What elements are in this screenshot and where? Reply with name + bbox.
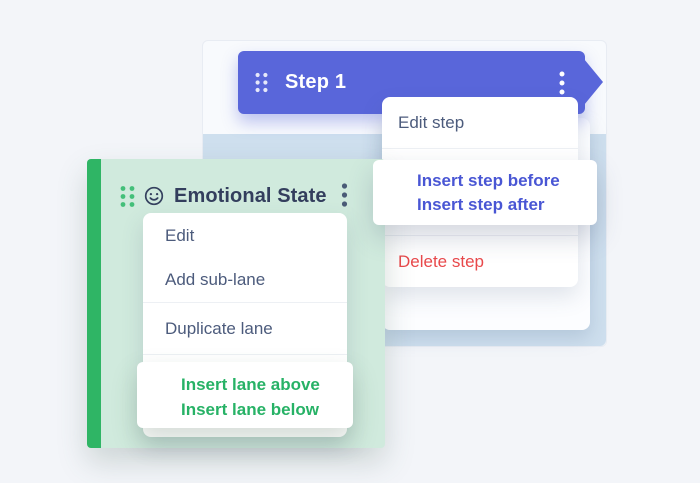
menu-divider (143, 354, 347, 355)
lane-accent-bar (87, 159, 101, 448)
menu-item-edit-lane[interactable]: Edit (165, 225, 195, 245)
menu-divider (382, 235, 578, 236)
menu-item-duplicate-lane[interactable]: Duplicate lane (165, 318, 273, 338)
lane-title: Emotional State (174, 184, 327, 207)
lane-header[interactable]: Emotional State (120, 181, 355, 211)
drag-handle-icon[interactable] (120, 185, 135, 208)
kebab-menu-icon[interactable] (559, 71, 565, 95)
step-arrow-point (584, 59, 603, 105)
menu-item-insert-lane-above[interactable]: Insert lane above (181, 375, 320, 394)
menu-divider (382, 148, 578, 149)
menu-item-insert-step-before[interactable]: Insert step before (417, 171, 560, 190)
step-title: Step 1 (285, 71, 347, 93)
step-insert-submenu: Insert step before Insert step after (373, 160, 597, 225)
smiley-icon (144, 186, 164, 206)
menu-item-edit-step[interactable]: Edit step (398, 112, 465, 132)
menu-item-insert-step-after[interactable]: Insert step after (417, 195, 545, 214)
menu-item-delete-step[interactable]: Delete step (398, 251, 484, 271)
menu-item-insert-lane-below[interactable]: Insert lane below (181, 400, 319, 419)
drag-handle-icon[interactable] (255, 72, 268, 93)
menu-divider (143, 302, 347, 303)
menu-item-add-sublane[interactable]: Add sub-lane (165, 270, 266, 289)
kebab-menu-icon[interactable] (341, 183, 348, 207)
lane-insert-submenu: Insert lane above Insert lane below (137, 362, 353, 428)
